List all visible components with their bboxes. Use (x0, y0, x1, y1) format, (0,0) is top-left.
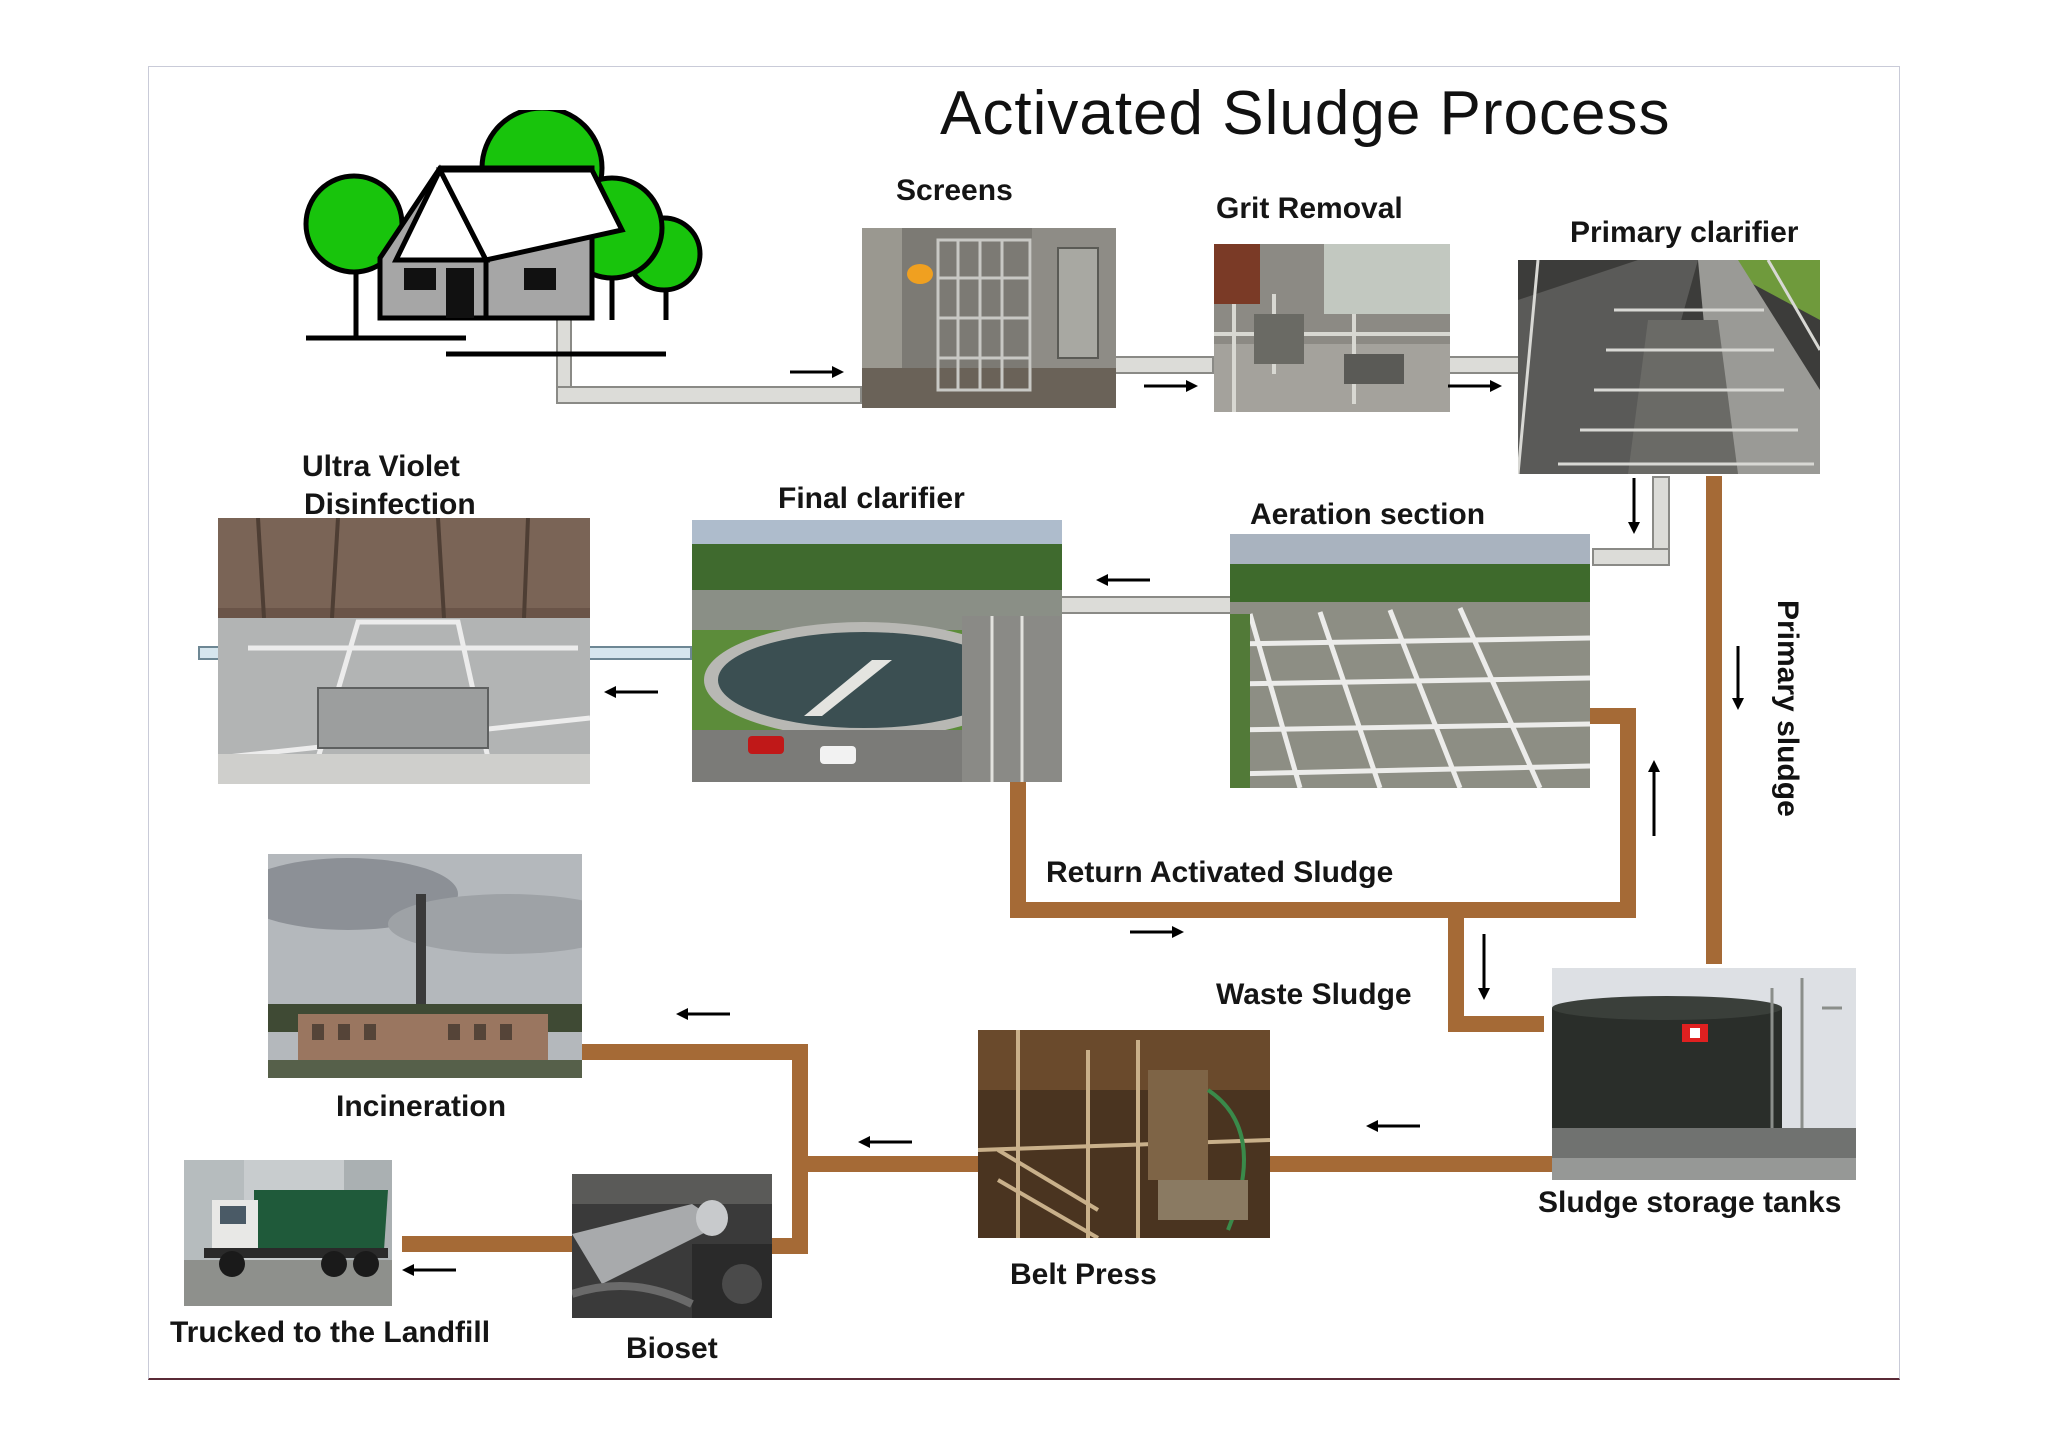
sludge-pipe-to-incineration (572, 1044, 808, 1060)
incineration-label: Incineration (336, 1090, 507, 1123)
final-clarifier-label: Final clarifier (778, 482, 965, 515)
sludge-storage-tanks-photo (1552, 968, 1856, 1180)
primary-sludge-label: Primary sludge (1771, 600, 1804, 817)
screens-photo (862, 228, 1116, 408)
water-pipe-screens-grit (1110, 356, 1214, 374)
waste-sludge-label: Waste Sludge (1216, 978, 1412, 1011)
ras-pipe-up (1620, 708, 1636, 918)
grit-removal-photo (1214, 244, 1450, 412)
uv-label-line2: Disinfection (304, 488, 476, 521)
landfill-truck-photo (184, 1160, 392, 1306)
water-pipe-aeration-final (1060, 596, 1232, 614)
belt-press-label: Belt Press (1010, 1258, 1157, 1291)
waste-sludge-pipe-to-tank (1448, 1016, 1544, 1032)
sludge-pipe-junction-vertical (792, 1044, 808, 1254)
aeration-section-photo (1230, 534, 1590, 788)
uv-disinfection-photo (218, 518, 590, 784)
arrow-left-to-final (1096, 572, 1150, 588)
ras-pipe-horizontal (1010, 902, 1636, 918)
screens-label: Screens (896, 174, 1013, 207)
incineration-photo (268, 854, 582, 1078)
arrow-right-to-grit (1144, 378, 1198, 394)
sludge-pipe-to-bioset (766, 1238, 808, 1254)
arrow-left-from-beltpress (858, 1134, 912, 1150)
water-pipe-grit-primary (1448, 356, 1522, 374)
sludge-pipe-beltpress-junction (806, 1156, 978, 1172)
aeration-section-label: Aeration section (1250, 498, 1486, 531)
waste-sludge-pipe-down (1448, 902, 1464, 1030)
arrow-left-to-beltpress (1366, 1118, 1420, 1134)
arrow-left-to-incineration (676, 1006, 730, 1022)
primary-sludge-pipe (1706, 476, 1722, 964)
belt-press-photo (978, 1030, 1270, 1238)
landfill-label: Trucked to the Landfill (170, 1316, 491, 1349)
arrow-left-to-uv (604, 684, 658, 700)
return-activated-sludge-label: Return Activated Sludge (1046, 856, 1394, 889)
sludge-pipe-tank-beltpress (1268, 1156, 1552, 1172)
bioset-photo (572, 1174, 772, 1318)
house-with-trees-icon (296, 105, 706, 370)
primary-clarifier-label: Primary clarifier (1570, 216, 1799, 249)
uv-label-line1: Ultra Violet (302, 450, 460, 483)
water-pipe-to-screens (556, 386, 862, 404)
sludge-pipe-bioset-landfill (402, 1236, 572, 1252)
arrow-right-ras (1130, 924, 1184, 940)
arrow-right-to-primary (1448, 378, 1502, 394)
primary-clarifier-photo (1518, 260, 1820, 474)
water-pipe-uv-outlet (198, 646, 220, 660)
ras-pipe-to-aeration (1590, 708, 1636, 724)
arrow-down-waste-sludge (1476, 934, 1492, 1000)
sludge-storage-tanks-label: Sludge storage tanks (1538, 1186, 1842, 1219)
grit-removal-label: Grit Removal (1216, 192, 1403, 225)
water-pipe-final-uv (586, 646, 692, 660)
final-clarifier-photo (692, 520, 1062, 782)
arrow-right-to-screens (790, 364, 844, 380)
bioset-label: Bioset (626, 1332, 718, 1365)
arrow-down-to-aeration (1626, 478, 1642, 534)
diagram-title: Activated Sludge Process (940, 79, 1671, 148)
water-pipe-to-aeration (1592, 548, 1670, 566)
arrow-left-to-landfill (402, 1262, 456, 1278)
arrow-down-primary-sludge (1730, 646, 1746, 710)
arrow-up-ras (1646, 760, 1662, 836)
ras-pipe-final-down (1010, 778, 1026, 916)
